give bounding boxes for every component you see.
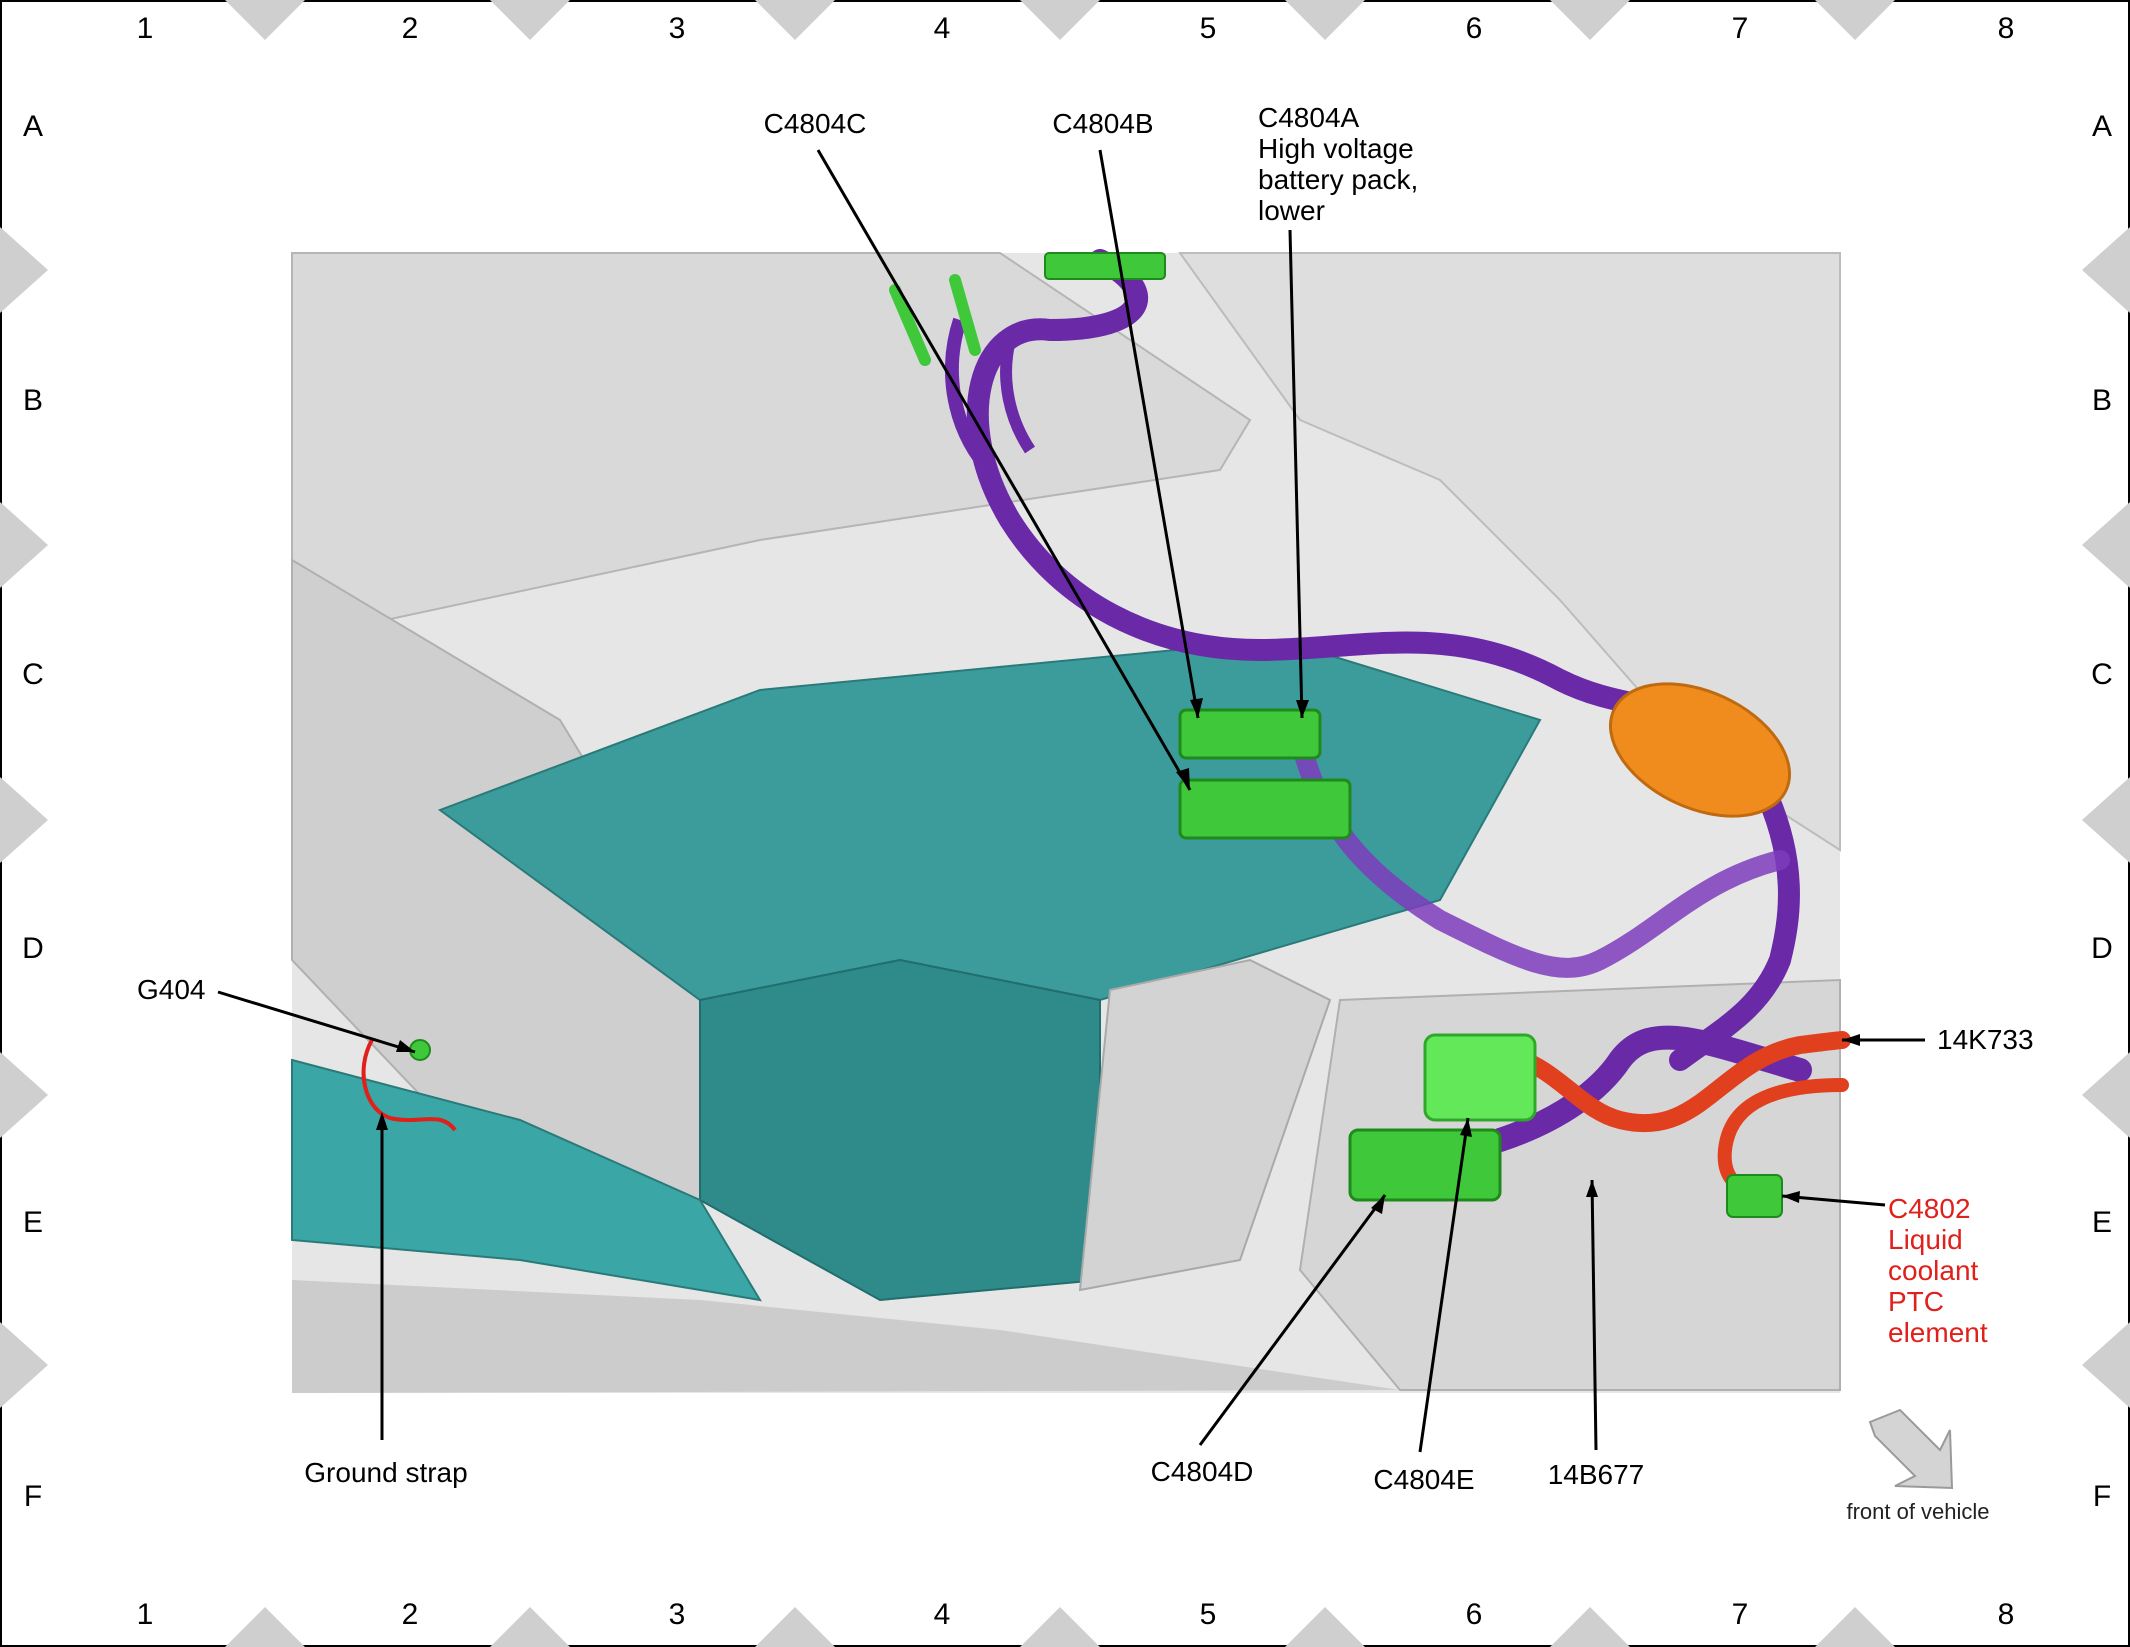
vehicle-illustration — [291, 249, 1851, 1393]
row-label: A — [2092, 110, 2112, 143]
cross-member — [1078, 958, 1332, 1292]
callout-c4804a-line: C4804A — [1258, 102, 1360, 133]
leader-lines — [217, 149, 1925, 1453]
connector-c4804c — [1178, 778, 1352, 840]
row-label: E — [2092, 1206, 2112, 1239]
col-label: 3 — [669, 1598, 686, 1631]
callout-c4804b: C4804B — [1052, 108, 1153, 139]
hv-harness-lower — [1488, 1025, 1812, 1152]
col-label: 1 — [137, 1598, 154, 1631]
row-label: A — [23, 110, 43, 143]
connector-c4804e — [1423, 1033, 1537, 1122]
row-label: B — [2092, 384, 2112, 417]
col-label: 7 — [1732, 12, 1749, 45]
col-label: 6 — [1466, 12, 1483, 45]
col-label: 5 — [1200, 12, 1217, 45]
row-label: F — [2093, 1480, 2111, 1513]
callout-c4802: C4802 Liquid coolant PTC element — [1888, 1193, 1988, 1348]
row-labels-right: A B C D E F — [2091, 110, 2113, 1513]
row-label: C — [2091, 658, 2113, 691]
callout-c4802-line: PTC — [1888, 1286, 1944, 1317]
col-label: 3 — [669, 12, 686, 45]
row-label: D — [2091, 932, 2113, 965]
ring-terminal-left — [889, 284, 931, 366]
harness-to-lugs-2 — [1000, 338, 1036, 454]
callout-c4802-line: C4802 — [1888, 1193, 1971, 1224]
row-label: C — [22, 658, 44, 691]
row-label: D — [22, 932, 44, 965]
row-labels-left: A B C D E F — [22, 110, 44, 1513]
col-label: 6 — [1466, 1598, 1483, 1631]
leader-arrowheads — [376, 698, 1860, 1214]
callout-c4804a-line: battery pack, — [1258, 164, 1418, 195]
callout-ground-strap: Ground strap — [304, 1457, 467, 1488]
col-label: 8 — [1998, 12, 2015, 45]
ring-terminal-right — [949, 274, 981, 356]
front-of-vehicle-arrow-icon — [1868, 1408, 1954, 1490]
callout-c4802-line: Liquid — [1888, 1224, 1963, 1255]
connector-c4802 — [1726, 1174, 1783, 1218]
front-of-vehicle-label: front of vehicle — [1846, 1499, 1989, 1524]
connector-c4804d — [1348, 1128, 1502, 1202]
column-labels-top: 1 2 3 4 5 6 7 8 — [137, 12, 2015, 45]
callout-c4804a-line: High voltage — [1258, 133, 1414, 164]
col-label: 4 — [934, 1598, 951, 1631]
callout-c4804d: C4804D — [1151, 1456, 1254, 1487]
callout-c4804a: C4804A High voltage battery pack, lower — [1258, 102, 1426, 226]
fuse-cover — [1608, 682, 1792, 818]
floor-panel — [292, 1280, 1400, 1393]
callout-c4804e: C4804E — [1373, 1464, 1474, 1495]
col-label: 2 — [402, 1598, 419, 1631]
col-label: 7 — [1732, 1598, 1749, 1631]
col-label: 4 — [934, 12, 951, 45]
coolant-harness — [1501, 1031, 1851, 1133]
callout-14b677: 14B677 — [1548, 1459, 1645, 1490]
callout-c4804a-line: lower — [1258, 195, 1325, 226]
col-label: 1 — [137, 12, 154, 45]
ground-strap-wire — [361, 1039, 457, 1132]
callout-c4802-line: element — [1888, 1317, 1988, 1348]
hv-harness — [966, 249, 1800, 1071]
connector-c4804b-a — [1178, 708, 1322, 760]
col-label: 2 — [402, 12, 419, 45]
callout-14k733: 14K733 — [1937, 1024, 2034, 1055]
col-label: 8 — [1998, 1598, 2015, 1631]
callout-g404: G404 — [137, 974, 206, 1005]
row-label: F — [24, 1480, 42, 1513]
row-label: E — [23, 1206, 43, 1239]
callout-c4804c: C4804C — [764, 108, 867, 139]
col-label: 5 — [1200, 1598, 1217, 1631]
callout-c4802-line: coolant — [1888, 1255, 1979, 1286]
column-labels-bottom: 1 2 3 4 5 6 7 8 — [137, 1598, 2015, 1631]
harness-to-lugs — [945, 317, 996, 475]
row-label: B — [23, 384, 43, 417]
connector-top — [1044, 252, 1166, 280]
